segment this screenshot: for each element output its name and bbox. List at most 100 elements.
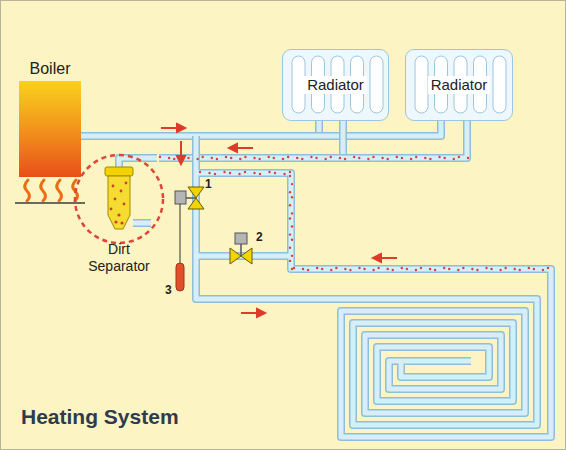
dirt-particle [519,269,521,271]
valve-symbol [241,248,252,264]
dirt-particle [415,156,417,158]
dirt-particle [434,269,436,271]
pipe-core [81,121,441,136]
dirt-particle [223,171,225,173]
dirt-particle [196,158,198,160]
dirt-particle [471,268,473,270]
highlight-circle [75,155,163,243]
dirt-particle [387,158,389,160]
dirt-particle [335,267,337,269]
dirt-particle [229,172,231,174]
temperature-sensor [176,263,184,291]
dirt-particle [367,158,369,160]
dirt-particle [273,157,275,159]
dirt-particle [467,157,469,159]
dirt-particle [377,267,379,269]
separator-dirt [110,182,128,225]
dirt-particle [301,158,303,160]
dirt-particle [381,157,383,159]
dirt-particle [429,268,431,270]
valve-stem [186,197,196,199]
callout-number: 1 [205,177,212,191]
callout-number: 3 [165,283,172,297]
dirt-particle [244,156,246,158]
dirt-particle [291,255,293,257]
dirt-particle [199,171,201,173]
dirt-particle [406,268,408,270]
dirt-particle [476,269,478,271]
dirt-particle [396,156,398,158]
dirt-particle [372,269,374,271]
radiator-fin [415,56,428,113]
dirt-particle [424,157,426,159]
valve-actuator [235,233,247,244]
dirt-particles [159,156,549,271]
flames [25,180,78,201]
dirt-particle [211,157,213,159]
dirt-particle [358,267,360,269]
pipe-connector [159,121,467,158]
dirt-particle [448,268,450,270]
node-label: Boiler [27,59,74,78]
dirt-particle [296,157,298,159]
dirt-particle [349,269,351,271]
pipe-connector-group [81,121,441,136]
dirt-particle [324,158,326,160]
dirt-particle [458,156,460,158]
pipe-core [159,121,343,158]
dirt-particle [358,157,360,159]
dirt-particle [283,173,285,175]
node-label: Radiator [304,76,367,94]
flow-arrows [161,124,397,317]
separator-body [108,176,130,229]
dirt-particle [438,156,440,158]
pipe-connector [81,121,441,136]
dirt-particle [289,191,291,193]
dirt-particle [353,156,355,158]
valve-symbol [188,198,204,209]
dirt-particle [289,260,291,262]
boiler-box: Boiler [19,59,81,177]
dirt-particle [410,158,412,160]
dirt-particle [330,269,332,271]
dirt-particle [457,269,459,271]
dirt-particle [514,268,516,270]
dirt-particle [401,267,403,269]
separator-cap [105,167,133,176]
dirt-particle [307,269,309,271]
valve-symbol [188,187,204,198]
dirt-particle [289,171,291,173]
burner-line [15,202,85,204]
dirt-particle [533,268,535,270]
dirt-particle [291,196,293,198]
diagram-title: Heating System [21,405,179,429]
dirt-particle [268,156,270,158]
dirt-particle [344,268,346,270]
dirt-particle [239,158,241,160]
dirt-particle [291,225,293,227]
boiler-body [19,81,81,177]
dirt-particle [259,173,261,175]
dirt-particle [289,217,291,219]
dirt-particle [499,269,501,271]
dirt-particle [542,269,544,271]
pipe-outline [119,136,551,437]
dirt-particle [282,158,284,160]
dirt-particle [321,268,323,270]
dirt-particle [315,157,317,159]
dirt-particle [443,267,445,269]
radiator-fin [370,56,383,113]
radiator-fin [292,56,305,113]
dirt-particle [429,158,431,160]
dirt-particle [258,158,260,160]
pipe-connector-group [159,121,467,158]
dirt-particle [159,156,161,158]
dirt-particle [490,268,492,270]
dirt-separator: Dirt Separator [79,151,159,277]
callout-number: 2 [256,230,263,244]
dirt-particle [230,157,232,159]
dirt-particle [268,171,270,173]
dirt-particle [310,156,312,158]
dirt-particle [443,157,445,159]
